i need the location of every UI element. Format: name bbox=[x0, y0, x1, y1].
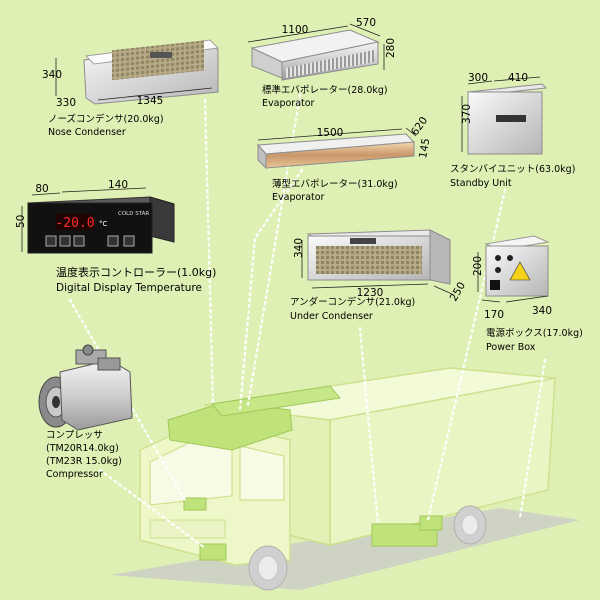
digital-display-controller: -20.0 °C COLD STAR 80 140 50 bbox=[15, 179, 175, 254]
compressor bbox=[38, 344, 133, 431]
power-box-lamp-2 bbox=[495, 267, 501, 273]
under-condenser-label-jp: アンダーコンデンサ(21.0kg) bbox=[290, 296, 415, 308]
standby-unit-dim-depth: 300 bbox=[468, 72, 488, 84]
compressor-label-en: Compressor bbox=[46, 469, 103, 480]
std-evaporator-dim-length: 1100 bbox=[282, 24, 309, 36]
standby-unit-dim-height: 370 bbox=[461, 104, 473, 124]
std-evaporator-dim-height: 280 bbox=[385, 38, 397, 58]
thin-evaporator-dim-length: 1500 bbox=[317, 127, 344, 139]
power-box-label-en: Power Box bbox=[486, 342, 536, 353]
compressor-highlight bbox=[199, 543, 227, 561]
under-condenser-dim-height: 340 bbox=[293, 238, 305, 258]
digital-display-label-en: Digital Display Temperature bbox=[56, 282, 202, 294]
cab-grille bbox=[149, 519, 226, 539]
leader-compressor bbox=[98, 468, 207, 550]
compressor-model-1: (TM20R14.0kg) bbox=[46, 443, 119, 454]
compressor-label-jp: コンプレッサ bbox=[46, 430, 103, 441]
power-box-dim-width: 340 bbox=[532, 305, 552, 317]
under-condenser-dim-length: 1230 bbox=[357, 287, 384, 299]
standby-unit-badge bbox=[496, 115, 526, 122]
rear-wheel bbox=[453, 505, 487, 545]
controller-highlight bbox=[183, 497, 207, 511]
power-box-label-jp: 電源ボックス(17.0kg) bbox=[486, 328, 583, 339]
leader-under-condenser bbox=[358, 326, 380, 527]
nose-condenser-label-jp: ノーズコンデンサ(20.0kg) bbox=[48, 113, 164, 125]
thin-evaporator-label-jp: 薄型エバポレーター(31.0kg) bbox=[272, 178, 398, 190]
truck-illustration bbox=[110, 367, 580, 591]
cab-side-window bbox=[239, 445, 285, 501]
nose-condenser-dim-width: 1345 bbox=[137, 95, 164, 107]
power-box-switch bbox=[490, 280, 500, 290]
under-condenser: 340 1230 250 bbox=[293, 229, 468, 304]
thin-evaporator-dim-depth: 620 bbox=[409, 115, 430, 138]
thin-evaporator: 1500 620 145 bbox=[256, 115, 432, 170]
nose-condenser-dim-height: 340 bbox=[42, 69, 62, 81]
leader-thin-evaporator bbox=[238, 168, 304, 412]
digital-display-label-jp: 温度表示コントローラー(1.0kg) bbox=[56, 265, 216, 279]
leader-std-evaporator bbox=[246, 93, 302, 407]
under-condenser-dim-depth: 250 bbox=[448, 280, 468, 303]
nose-condenser-badge bbox=[150, 52, 172, 58]
standby-unit-label-en: Standby Unit bbox=[450, 178, 512, 189]
standby-unit-dim-width: 410 bbox=[508, 72, 528, 84]
digital-display-dim-height: 50 bbox=[15, 215, 27, 228]
power-box: 200 170 340 bbox=[472, 235, 552, 321]
standby-unit-label-jp: スタンバイユニット(63.0kg) bbox=[450, 164, 575, 175]
warning-icon bbox=[509, 261, 531, 281]
leader-nose-condenser bbox=[203, 98, 215, 407]
std-evaporator-label-jp: 標準エバポレーター(28.0kg) bbox=[262, 84, 388, 96]
power-box-dim-height: 200 bbox=[472, 256, 484, 276]
roof-evaporator-highlight bbox=[211, 385, 341, 417]
display-screen bbox=[56, 214, 94, 230]
display-button-defrost bbox=[107, 235, 119, 247]
std-evaporator-dim-depth: 570 bbox=[356, 17, 376, 29]
power-box-highlight bbox=[419, 515, 443, 531]
under-condenser-badge bbox=[350, 238, 376, 244]
power-box-dim-depth: 170 bbox=[484, 309, 504, 321]
power-box-lamp-1 bbox=[495, 255, 501, 261]
under-condenser-label-en: Under Condenser bbox=[290, 311, 373, 322]
compressor-model-2: (TM23R 15.0kg) bbox=[46, 456, 122, 467]
display-brand: COLD STAR bbox=[118, 211, 149, 217]
std-evaporator-label-en: Evaporator bbox=[262, 98, 315, 109]
display-readout: -20.0 bbox=[55, 216, 94, 231]
display-button-set bbox=[45, 235, 57, 247]
display-unit: °C bbox=[99, 220, 108, 228]
nose-condenser: 340 330 1345 bbox=[42, 39, 220, 109]
nose-condenser-dim-depth: 330 bbox=[56, 97, 76, 109]
digital-display-dim-depth: 80 bbox=[35, 183, 48, 195]
standard-evaporator: 1100 570 280 bbox=[247, 17, 397, 81]
display-button-up bbox=[59, 235, 71, 247]
display-button-power bbox=[123, 235, 135, 247]
leader-power-box bbox=[518, 358, 547, 520]
digital-display-dim-width: 140 bbox=[108, 179, 128, 191]
front-wheel bbox=[248, 545, 288, 591]
nose-condenser-label-en: Nose Condenser bbox=[48, 127, 126, 138]
power-box-lamp-3 bbox=[507, 255, 513, 261]
thin-evaporator-label-en: Evaporator bbox=[272, 192, 325, 203]
thin-evaporator-dim-height: 145 bbox=[417, 137, 432, 159]
standby-unit: 300 410 370 bbox=[461, 72, 548, 155]
display-button-down bbox=[73, 235, 85, 247]
